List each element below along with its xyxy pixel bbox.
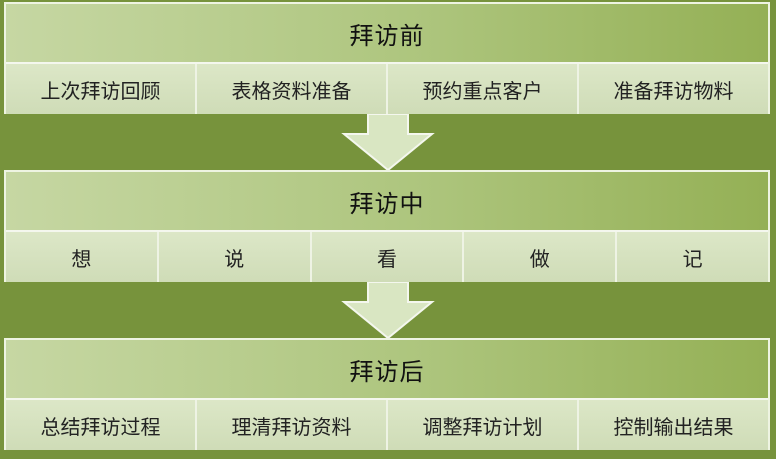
stage-title: 拜访中: [349, 189, 425, 218]
stage-item: 说: [158, 232, 312, 282]
stage-title: 拜访后: [349, 357, 425, 386]
stage-item: 记: [617, 232, 768, 282]
stage-item: 总结拜访过程: [6, 400, 197, 450]
stage-before: 拜访前 上次拜访回顾 表格资料准备 预约重点客户 准备拜访物料: [4, 2, 770, 114]
stage-items: 想 说 看 做 记: [6, 230, 768, 282]
stage-item: 控制输出结果: [579, 400, 768, 450]
down-arrow-icon: [341, 282, 435, 338]
stage-items: 总结拜访过程 理清拜访资料 调整拜访计划 控制输出结果: [6, 398, 768, 450]
stage-item: 想: [6, 232, 159, 282]
stage-item: 看: [311, 232, 465, 282]
stage-title: 拜访前: [349, 21, 425, 50]
stage-item: 准备拜访物料: [579, 64, 768, 114]
stage-item: 预约重点客户: [388, 64, 579, 114]
stage-item: 调整拜访计划: [388, 400, 579, 450]
down-arrow-icon: [341, 114, 435, 170]
stage-item: 理清拜访资料: [197, 400, 388, 450]
stage-items: 上次拜访回顾 表格资料准备 预约重点客户 准备拜访物料: [6, 62, 768, 114]
stage-item: 表格资料准备: [197, 64, 388, 114]
stage-after: 拜访后 总结拜访过程 理清拜访资料 调整拜访计划 控制输出结果: [4, 338, 770, 450]
stage-item: 上次拜访回顾: [6, 64, 197, 114]
stage-item: 做: [464, 232, 618, 282]
stage-during: 拜访中 想 说 看 做 记: [4, 170, 770, 282]
